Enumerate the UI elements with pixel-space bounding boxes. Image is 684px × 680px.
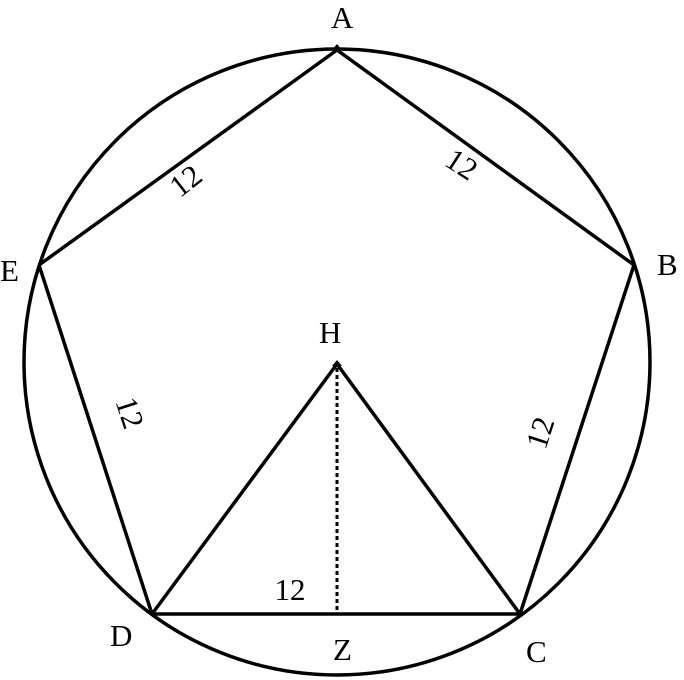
side-label-DC: 12 [275,572,306,607]
side-label-BC: 12 [519,413,562,453]
segment-DH [150,362,339,616]
vertex-label-E: E [0,253,19,288]
side-BC [518,264,636,615]
side-AB [335,48,636,267]
side-EA [37,48,339,267]
vertex-label-A: A [331,0,354,35]
side-DE [37,264,154,615]
side-label-ED: 12 [109,393,152,433]
vertex-label-Z: Z [333,632,352,667]
vertex-A-mark [332,44,342,50]
vertex-label-C: C [526,634,547,669]
side-label-AB: 12 [439,141,484,187]
vertex-label-H: H [319,315,341,350]
vertex-H-mark [332,360,342,366]
vertex-label-D: D [110,618,132,653]
side-label-AE: 12 [163,157,209,204]
segment-HC [335,362,522,616]
vertex-label-B: B [657,247,678,282]
